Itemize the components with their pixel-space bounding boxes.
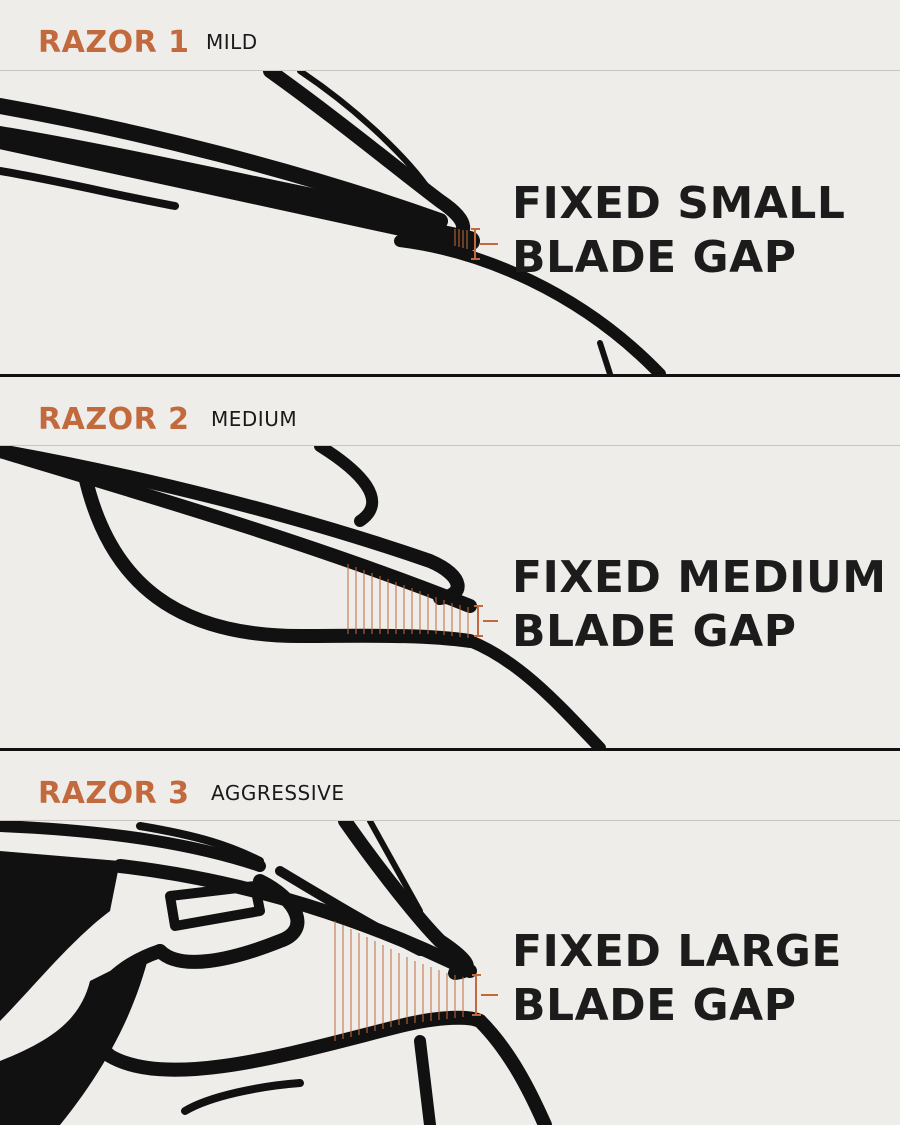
razor-2-number: RAZOR 2 — [38, 402, 190, 437]
razor-1-caption-line1: FIXED SMALL — [512, 178, 846, 229]
razor-2-bottom-rule — [0, 748, 900, 751]
razor-3-caption-line2: BLADE GAP — [512, 980, 797, 1031]
razor-2-caption: FIXED MEDIUM BLADE GAP — [512, 551, 887, 659]
razor-2-gap-hatch — [347, 564, 469, 638]
razor-2-header: RAZOR 2 MEDIUM — [0, 377, 900, 447]
razor-1-level: MILD — [206, 30, 258, 54]
razor-3-gap-bracket — [472, 974, 498, 1016]
razor-2-level: MEDIUM — [211, 407, 298, 431]
razor-3-header: RAZOR 3 AGGRESSIVE — [0, 751, 900, 821]
razor-3-diagram — [0, 821, 552, 1125]
razor-3-number: RAZOR 3 — [38, 776, 190, 811]
razor-1-header: RAZOR 1 MILD — [0, 0, 900, 70]
razor-1-caption-line2: BLADE GAP — [512, 232, 797, 283]
razor-1-divider — [0, 70, 900, 71]
razor-2-gap-bracket — [474, 605, 498, 637]
razor-1-diagram — [0, 71, 666, 374]
razor-2-panel: FIXED MEDIUM BLADE GAP — [0, 446, 900, 748]
razor-3-caption-line1: FIXED LARGE — [512, 926, 842, 977]
razor-3-panel: FIXED LARGE BLADE GAP — [0, 821, 900, 1125]
razor-2-caption-line2: BLADE GAP — [512, 606, 797, 657]
razor-1-gap-hatch — [454, 229, 468, 249]
razor-3-caption: FIXED LARGE BLADE GAP — [512, 925, 842, 1033]
razor-3-level: AGGRESSIVE — [211, 781, 345, 805]
razor-1-panel: FIXED SMALL BLADE GAP — [0, 71, 900, 374]
razor-2-divider — [0, 445, 900, 446]
razor-1-bottom-rule — [0, 374, 900, 377]
razor-1-gap-bracket — [471, 228, 498, 260]
razor-1-number: RAZOR 1 — [38, 25, 190, 60]
razor-2-caption-line1: FIXED MEDIUM — [512, 552, 887, 603]
razor-3-divider — [0, 820, 900, 821]
razor-1-caption: FIXED SMALL BLADE GAP — [512, 177, 845, 285]
razor-3-gap-hatch — [334, 921, 464, 1041]
razor-2-diagram — [0, 446, 606, 748]
